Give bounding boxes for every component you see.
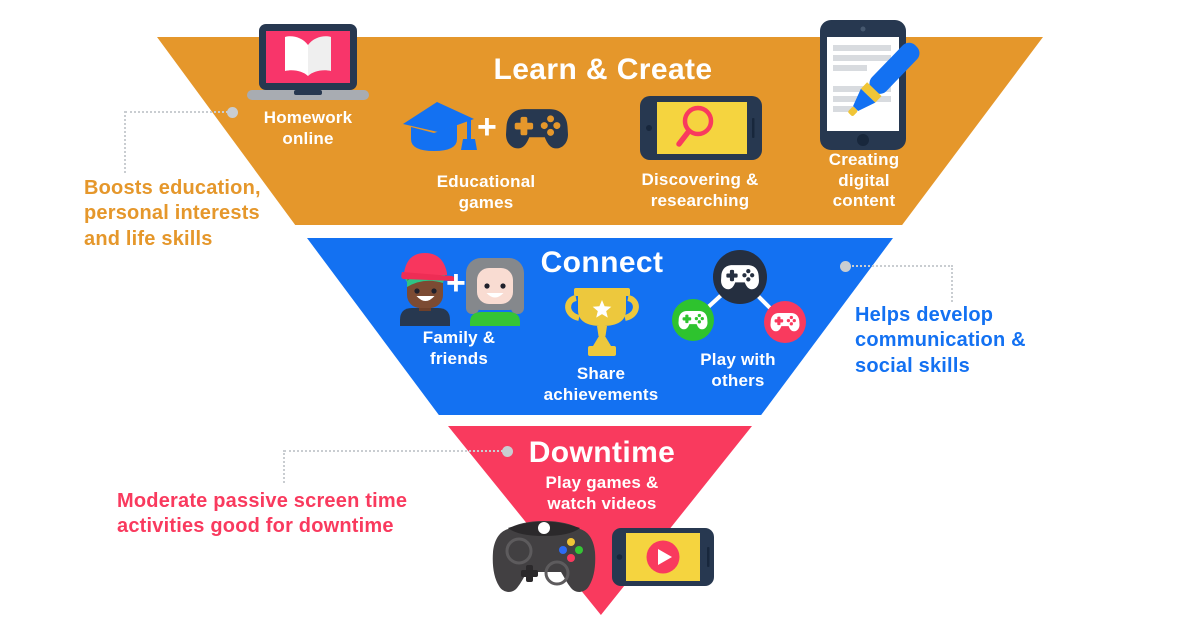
gamepad-network-icon <box>666 246 814 346</box>
girl-face-icon <box>466 256 524 326</box>
annotation-downtime: Moderate passive screen time activities … <box>117 490 408 538</box>
gamepad-icon <box>506 107 568 150</box>
phone-magnifier-icon <box>640 96 762 160</box>
label-creating-digital-content: Creating digital content <box>828 150 900 211</box>
graduation-cap-icon <box>401 99 477 155</box>
plus-icon: + <box>477 108 497 146</box>
label-discovering-researching: Discovering & researching <box>641 170 759 210</box>
game-controller-icon <box>490 520 598 596</box>
label-educational-games: Educational games <box>436 172 536 212</box>
label-play-games-watch-videos: Play games & watch videos <box>545 473 659 513</box>
plus-icon: + <box>446 264 466 302</box>
tier-title-downtime: Downtime <box>528 436 676 469</box>
label-share-achievements: Share achievements <box>543 364 659 404</box>
trophy-icon <box>564 288 640 360</box>
phone-pen-icon <box>818 20 936 154</box>
tier-title-learn-create: Learn & Create <box>493 53 713 86</box>
annotation-connect: Helps develop communication & social ski… <box>855 304 1026 377</box>
phone-video-play-icon <box>612 528 714 586</box>
boy-face-icon <box>394 250 456 326</box>
label-play-with-others: Play with others <box>700 350 776 390</box>
annotation-learn-create: Boosts education, personal interests and… <box>84 177 261 250</box>
tier-title-connect: Connect <box>540 246 664 279</box>
label-family-friends: Family & friends <box>422 328 496 368</box>
laptop-open-book-icon <box>247 24 369 102</box>
label-homework-online: Homework online <box>263 108 353 148</box>
